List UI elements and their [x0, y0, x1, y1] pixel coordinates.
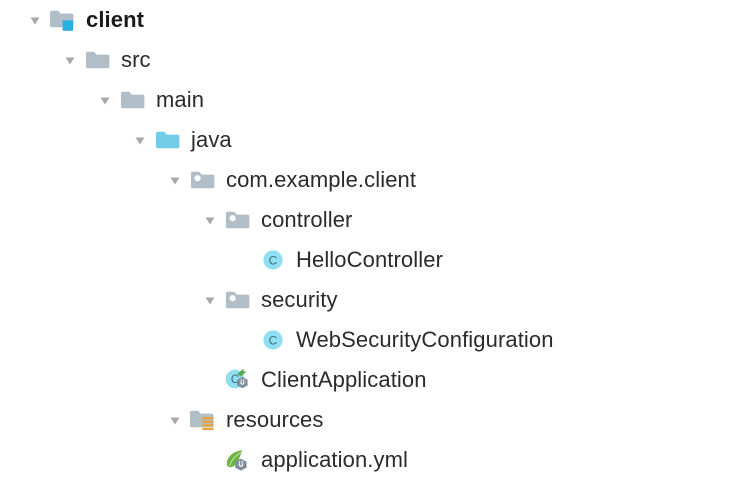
- chevron-down-icon[interactable]: [162, 160, 188, 200]
- tree-node-label: HelloController: [296, 247, 444, 272]
- java-class-icon: C: [258, 240, 288, 280]
- folder-icon: [118, 80, 148, 120]
- chevron-down-icon[interactable]: [127, 120, 153, 160]
- chevron-down-icon[interactable]: [57, 40, 83, 80]
- spring-boot-application-class-icon: C: [223, 360, 253, 400]
- module-folder-icon: [48, 0, 78, 40]
- java-class-icon: C: [258, 320, 288, 360]
- tree-node-WebSecurityConfiguration[interactable]: C WebSecurityConfiguration: [0, 320, 736, 360]
- tree-node-no-arrow: [197, 440, 223, 480]
- package-icon: [223, 280, 253, 320]
- tree-node-resources[interactable]: resources: [0, 400, 736, 440]
- tree-node-label: application.yml: [261, 447, 409, 472]
- tree-node-ClientApplication[interactable]: C ClientApplication: [0, 360, 736, 400]
- chevron-down-icon[interactable]: [92, 80, 118, 120]
- chevron-down-icon[interactable]: [197, 200, 223, 240]
- tree-node-com.example.client[interactable]: com.example.client: [0, 160, 736, 200]
- tree-node-no-arrow: [232, 240, 258, 280]
- tree-node-label: WebSecurityConfiguration: [296, 327, 554, 352]
- svg-text:C: C: [269, 333, 278, 347]
- source-root-folder-icon: [153, 120, 183, 160]
- tree-node-security[interactable]: security: [0, 280, 736, 320]
- tree-node-label: client: [86, 7, 145, 32]
- tree-node-label: security: [261, 287, 338, 312]
- spring-config-file-icon: [223, 440, 253, 480]
- resources-root-folder-icon: [188, 400, 218, 440]
- folder-icon: [83, 40, 113, 80]
- tree-node-no-arrow: [232, 320, 258, 360]
- tree-node-label: main: [156, 87, 205, 112]
- tree-node-label: com.example.client: [226, 167, 417, 192]
- chevron-down-icon[interactable]: [162, 400, 188, 440]
- tree-node-label: resources: [226, 407, 324, 432]
- tree-node-no-arrow: [197, 360, 223, 400]
- tree-node-label: java: [191, 127, 232, 152]
- tree-node-main[interactable]: main: [0, 80, 736, 120]
- tree-node-java[interactable]: java: [0, 120, 736, 160]
- tree-node-src[interactable]: src: [0, 40, 736, 80]
- tree-node-label: src: [121, 47, 151, 72]
- chevron-down-icon[interactable]: [197, 280, 223, 320]
- package-icon: [188, 160, 218, 200]
- svg-text:C: C: [269, 253, 278, 267]
- tree-node-application.yml[interactable]: application.yml: [0, 440, 736, 480]
- tree-node-label: controller: [261, 207, 353, 232]
- chevron-down-icon[interactable]: [22, 0, 48, 40]
- svg-text:C: C: [231, 374, 239, 386]
- package-icon: [223, 200, 253, 240]
- tree-node-client[interactable]: client: [0, 0, 736, 40]
- tree-node-HelloController[interactable]: C HelloController: [0, 240, 736, 280]
- tree-node-label: ClientApplication: [261, 367, 427, 392]
- tree-node-controller[interactable]: controller: [0, 200, 736, 240]
